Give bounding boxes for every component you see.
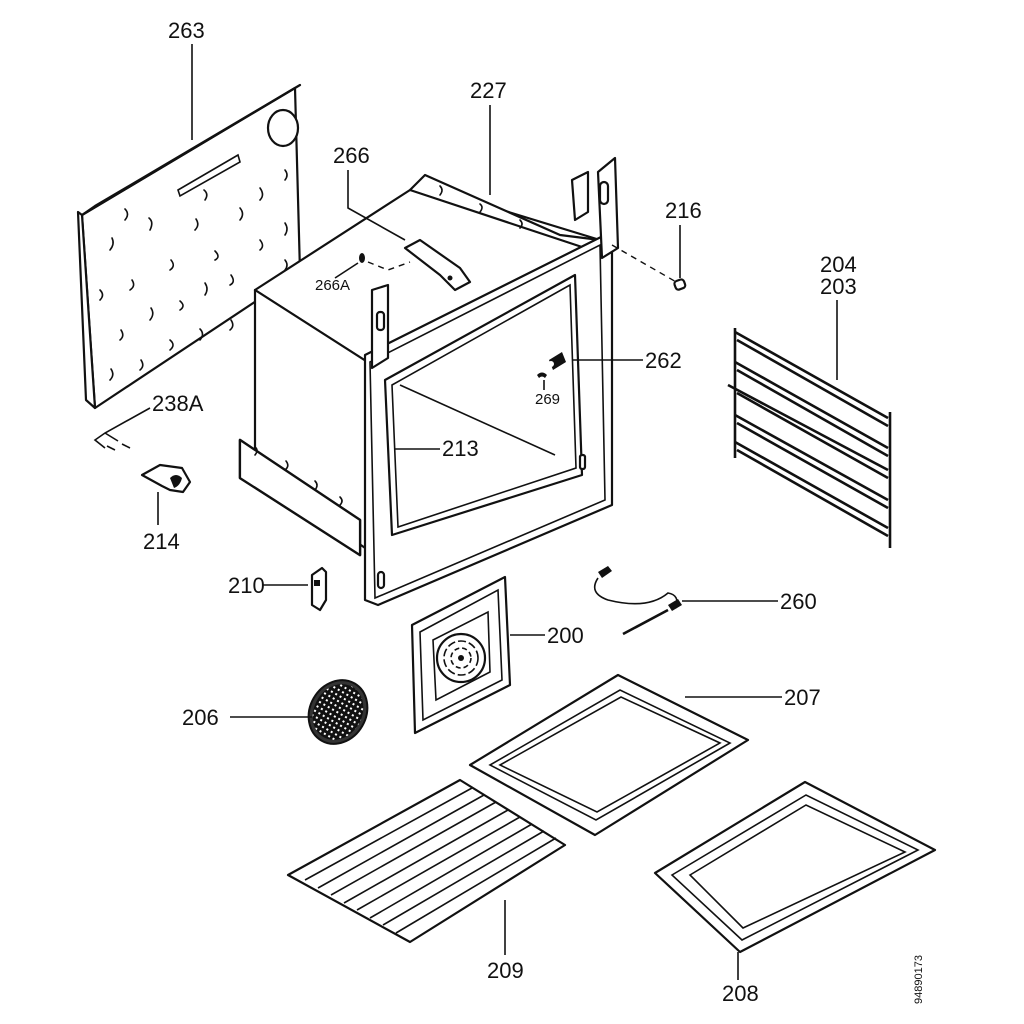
label-200: 200: [547, 623, 584, 648]
part-238a-clip: 238A: [93, 391, 204, 451]
label-214: 214: [143, 529, 180, 554]
part-216-pin: 216: [611, 198, 702, 291]
label-216: 216: [665, 198, 702, 223]
part-260-meat-probe: 260: [593, 566, 817, 636]
panel-hole: [266, 108, 300, 148]
part-204-203-shelf-support: 204 203: [727, 252, 892, 548]
label-213: 213: [442, 436, 479, 461]
document-number: 94890173: [913, 955, 925, 1004]
part-210-switch: 210: [228, 566, 328, 612]
label-260: 260: [780, 589, 817, 614]
label-269: 269: [535, 391, 560, 408]
oven-window: [383, 273, 584, 537]
part-209-wire-shelf: 209: [286, 778, 567, 983]
part-266a-screw: [359, 253, 365, 263]
part-262-lamp-holder: 262 269: [535, 348, 682, 408]
part-214-lamp-cover: 214: [140, 463, 192, 554]
part-200-fan-assembly: 200: [410, 575, 584, 735]
front-frame: 213: [363, 156, 620, 607]
part-206-fan-grille: 206: [182, 679, 369, 745]
label-209: 209: [487, 958, 524, 983]
label-210: 210: [228, 573, 265, 598]
label-263: 263: [168, 18, 205, 43]
label-227: 227: [470, 78, 507, 103]
label-207: 207: [784, 685, 821, 710]
label-262: 262: [645, 348, 682, 373]
label-266: 266: [333, 143, 370, 168]
oven-cavity: 227: [238, 78, 602, 557]
label-266A: 266A: [315, 277, 350, 294]
label-206: 206: [182, 705, 219, 730]
part-207-baking-tray: 207: [468, 673, 821, 837]
label-203: 203: [820, 274, 857, 299]
label-238A: 238A: [152, 391, 204, 416]
part-266-bracket: 266 266A: [315, 143, 472, 294]
part-263-insulation-panel: 263: [76, 18, 302, 410]
part-208-deep-tray: 208: [653, 780, 937, 1006]
label-204: 204: [820, 252, 857, 277]
label-208: 208: [722, 981, 759, 1006]
